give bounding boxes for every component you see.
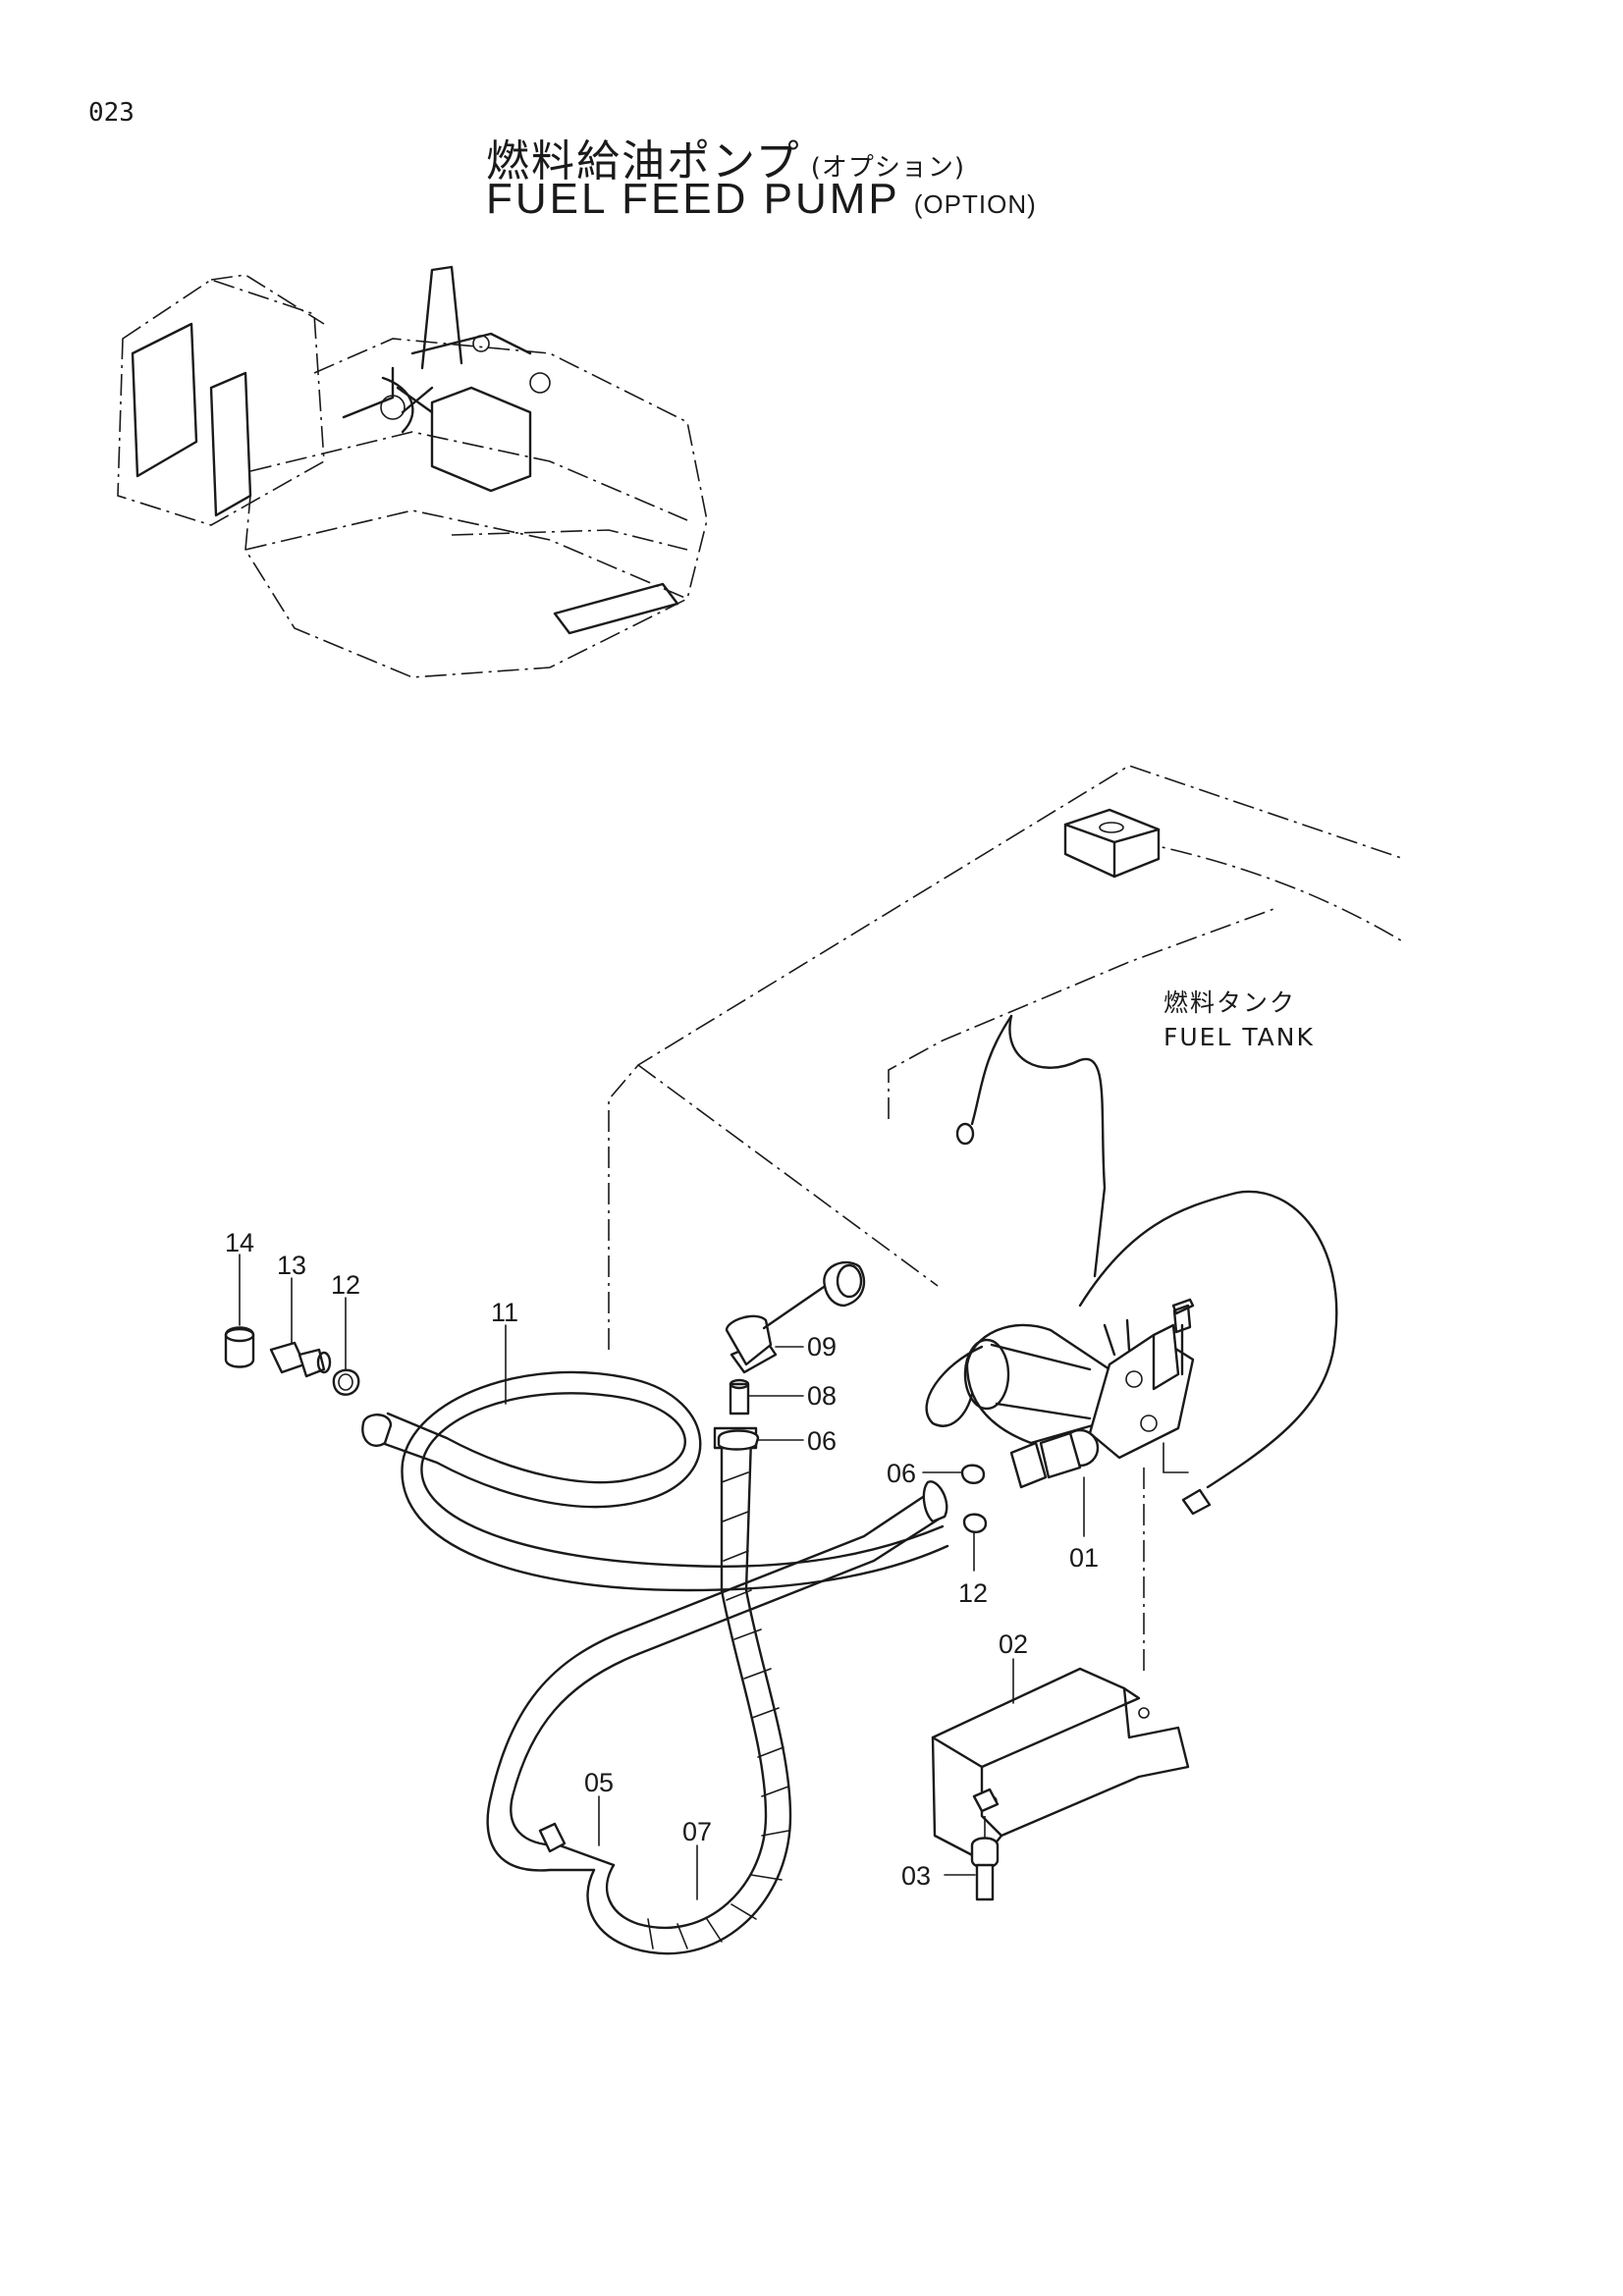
callout-01: 01 (1069, 1543, 1099, 1573)
title-english: FUEL FEED PUMP (OPTION) (486, 175, 1037, 224)
title-japanese-text: 燃料給油ポンプ (486, 136, 801, 187)
bracket-bolt (970, 1788, 1000, 1901)
nozzle-fittings (224, 1326, 360, 1396)
fuel-tank-label-english: FUEL TANK (1163, 1023, 1315, 1051)
callout-03: 03 (901, 1861, 931, 1891)
page-number: 023 (88, 98, 135, 128)
callout-09: 09 (807, 1332, 837, 1362)
leader-lines (239, 1254, 1085, 1900)
callout-12-pump: 12 (958, 1578, 988, 1608)
callout-08: 08 (807, 1381, 837, 1411)
title-english-option: (OPTION) (913, 189, 1037, 219)
excavator-overview (117, 265, 708, 678)
callout-07: 07 (682, 1817, 712, 1846)
callout-05: 05 (584, 1768, 614, 1797)
callout-13: 13 (277, 1251, 306, 1280)
pump-side-clamps (960, 1464, 988, 1533)
title-english-text: FUEL FEED PUMP (486, 175, 900, 223)
fuel-pump-assembly (925, 1298, 1195, 1674)
callout-12-nozzle: 12 (331, 1270, 360, 1300)
callout-14: 14 (225, 1228, 254, 1257)
pump-wiring (955, 1014, 1338, 1516)
pump-bracket (931, 1667, 1190, 1862)
title-japanese-option: (オプション) (810, 153, 965, 183)
fuel-tank-outline (608, 765, 1405, 1350)
return-hose-coil (361, 1370, 949, 1592)
tank-fittings (717, 1260, 866, 1451)
suction-hose (486, 1426, 948, 1955)
callout-06-top: 06 (807, 1426, 837, 1456)
callout-11: 11 (491, 1298, 518, 1327)
callout-06-pump: 06 (887, 1459, 916, 1488)
callout-02: 02 (999, 1629, 1028, 1659)
title-japanese: 燃料給油ポンプ (オプション) (486, 126, 965, 188)
fuel-tank-label-japanese: 燃料タンク (1163, 988, 1296, 1017)
